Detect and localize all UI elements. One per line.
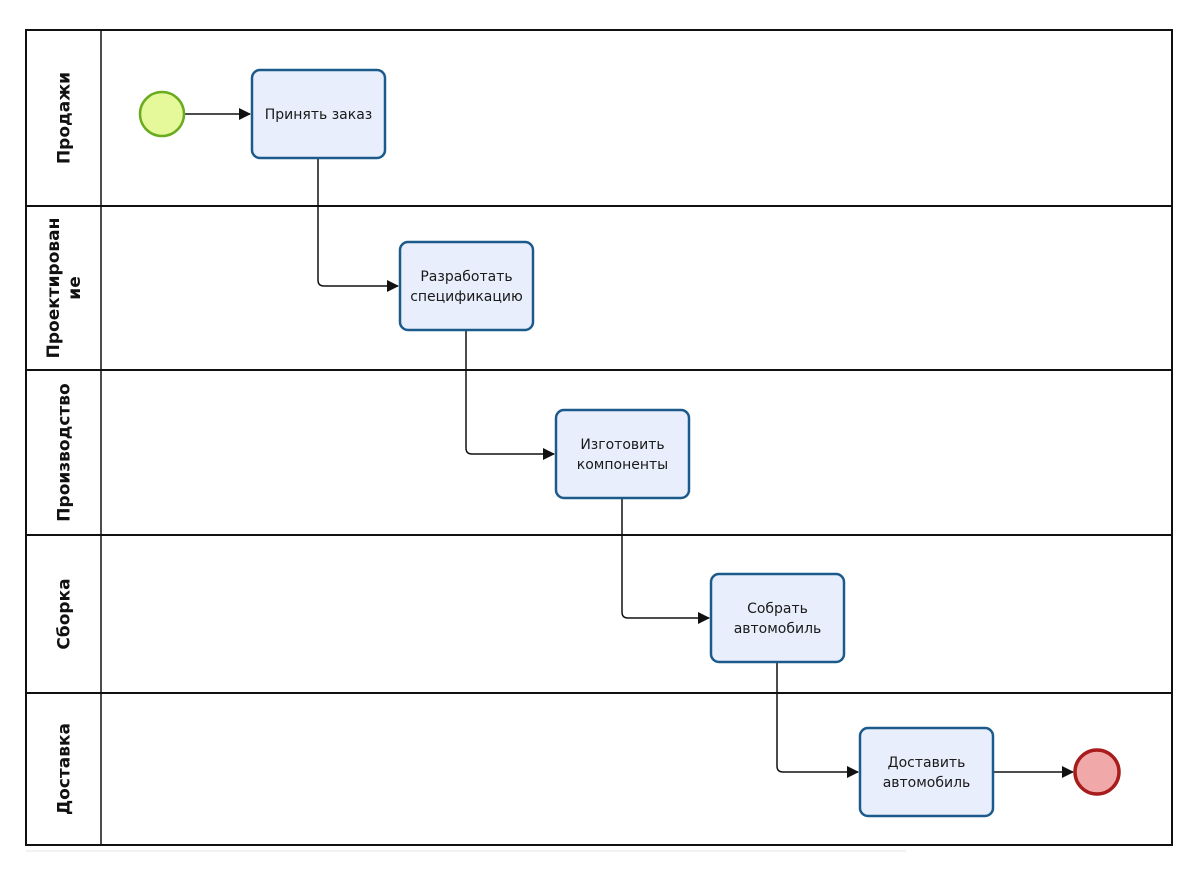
task-label: Доставить автомобиль <box>883 755 971 791</box>
flow-task-3-to-task-4[interactable] <box>776 662 859 778</box>
task-box[interactable] <box>398 240 535 332</box>
lane-label-line: Проектирован <box>44 218 64 359</box>
task-1[interactable]: Разработать спецификацию <box>398 240 535 332</box>
task-label-line: Разработать <box>420 269 512 285</box>
task-box[interactable] <box>554 408 691 500</box>
task-3[interactable]: Собрать автомобиль <box>709 572 846 664</box>
lane-1: Проектирование <box>26 205 1172 359</box>
lane-label: Производство <box>55 383 75 521</box>
task-label-line: компоненты <box>577 457 668 473</box>
task-label-line: Принять заказ <box>265 107 372 123</box>
task-label-line: автомобиль <box>883 775 971 791</box>
lane-label: Продажи <box>55 72 75 164</box>
task-4[interactable]: Доставить автомобиль <box>858 726 995 818</box>
lane-label-line: Продажи <box>55 72 75 164</box>
lane-0: Продажи <box>55 72 75 164</box>
events <box>138 90 1121 796</box>
lane-label: Доставка <box>55 723 75 815</box>
task-2[interactable]: Изготовить компоненты <box>554 408 691 500</box>
task-label-line: Изготовить <box>580 437 664 453</box>
end-event[interactable] <box>1073 748 1121 796</box>
flow-task-1-to-task-2[interactable] <box>465 330 555 460</box>
task-label-line: Собрать <box>747 601 808 617</box>
lane-4: Доставка <box>26 692 1172 815</box>
lane-label-line: Сборка <box>55 578 75 649</box>
task-box[interactable] <box>709 572 846 664</box>
lane-label-line: Доставка <box>55 723 75 815</box>
task-label-line: автомобиль <box>734 621 822 637</box>
start-event[interactable] <box>138 90 186 138</box>
task-label: Разработать спецификацию <box>410 269 523 305</box>
lane-label: Сборка <box>55 578 75 649</box>
task-label-line: Доставить <box>888 755 966 771</box>
lane-3: Сборка <box>26 534 1172 650</box>
task-box[interactable] <box>250 68 387 160</box>
lane-2: Производство <box>26 369 1172 522</box>
lane-label: Проектирование <box>44 218 85 359</box>
task-label: Собрать автомобиль <box>734 601 822 637</box>
flow-task-2-to-task-3[interactable] <box>621 498 710 624</box>
task-label: Изготовить компоненты <box>577 437 668 473</box>
lane-label-line: Производство <box>55 383 75 521</box>
task-0[interactable]: Принять заказ <box>250 68 387 160</box>
lane-label-line: ие <box>65 276 85 299</box>
sequence-flows <box>184 108 1074 778</box>
task-label: Принять заказ <box>265 107 372 123</box>
flow-task-0-to-task-1[interactable] <box>317 158 399 292</box>
task-box[interactable] <box>858 726 995 818</box>
task-label-line: спецификацию <box>410 289 523 305</box>
